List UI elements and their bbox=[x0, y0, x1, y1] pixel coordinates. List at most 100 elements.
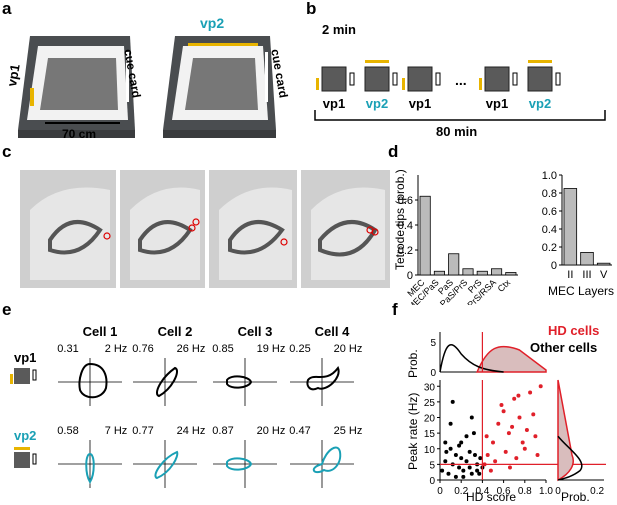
f-right-xtick: 0.2 bbox=[590, 486, 604, 497]
other-cell-point bbox=[443, 440, 448, 445]
other-cell-point bbox=[446, 471, 451, 476]
panel-a-arenas bbox=[18, 36, 276, 138]
f-ylabel: Peak rate (Hz) bbox=[406, 392, 420, 470]
hd-cell-point bbox=[499, 403, 504, 407]
f-right-xtick: 0 bbox=[555, 486, 561, 497]
legend-other: Other cells bbox=[530, 340, 598, 355]
f-xtick: 0.2 bbox=[454, 486, 468, 497]
peak-rate-vp2: 24 Hz bbox=[177, 425, 206, 437]
other-cell-point bbox=[450, 399, 455, 404]
f-ytick: 25 bbox=[424, 398, 436, 409]
hd-cell-point bbox=[493, 459, 498, 464]
panel-label-b: b bbox=[306, 0, 317, 18]
other-cell-point bbox=[459, 456, 464, 461]
other-cell-point bbox=[448, 421, 453, 426]
hd-cell-point bbox=[522, 446, 527, 451]
histology-slice-4 bbox=[301, 170, 390, 288]
hd-cell-point bbox=[516, 393, 521, 398]
d-right-xlabel: MEC Layers bbox=[548, 284, 615, 298]
other-cell-point bbox=[475, 468, 480, 473]
hd-cell-point bbox=[538, 384, 543, 389]
legend-hd: HD cells bbox=[548, 323, 600, 338]
hd-cell-point bbox=[531, 412, 536, 417]
d-right-xtick: III bbox=[582, 269, 591, 281]
other-cell-point bbox=[453, 474, 458, 479]
other-cell-point bbox=[457, 443, 462, 448]
d-right-bar bbox=[596, 262, 611, 266]
scale-label: 70 cm bbox=[62, 127, 97, 141]
hd-score-vp2: 0.87 bbox=[212, 425, 233, 437]
other-cell-point bbox=[469, 471, 474, 476]
peak-rate-vp2: 20 Hz bbox=[257, 425, 286, 437]
d-left-bar bbox=[476, 270, 488, 276]
arena-vp1 bbox=[18, 36, 135, 138]
f-xtick: 1.0 bbox=[539, 486, 553, 497]
vp2-label: vp2 bbox=[200, 15, 225, 31]
d-left-ytick: 0.6 bbox=[398, 195, 413, 207]
other-cell-point bbox=[472, 453, 477, 457]
f-ytick: 5 bbox=[429, 460, 435, 471]
vp1-cue bbox=[30, 88, 34, 106]
histology-slice-2 bbox=[120, 170, 205, 288]
polar-tuning-vp1 bbox=[306, 365, 340, 391]
d-right-bar bbox=[580, 252, 594, 266]
other-cell-point bbox=[461, 468, 466, 473]
hd-score-vp2: 0.47 bbox=[289, 425, 310, 437]
d-right-ytick: 0 bbox=[551, 260, 557, 272]
cell-title: Cell 3 bbox=[238, 324, 273, 339]
hd-cell-point bbox=[506, 431, 511, 436]
hd-cell-point bbox=[524, 428, 529, 432]
polar-tuning-vp1 bbox=[78, 362, 108, 399]
other-density-top bbox=[439, 344, 504, 373]
d-right-ytick: 1.0 bbox=[542, 170, 557, 182]
hd-density-right bbox=[557, 379, 574, 482]
hd-score-vp1: 0.85 bbox=[212, 343, 233, 355]
d-left-ytick: 0.4 bbox=[398, 220, 413, 232]
hd-cell-point bbox=[507, 465, 512, 470]
hd-cell-point bbox=[491, 440, 495, 445]
other-cell-point bbox=[467, 465, 472, 470]
hd-cell-point bbox=[533, 434, 538, 439]
hd-cell-point bbox=[535, 453, 540, 457]
hd-score-vp2: 0.77 bbox=[132, 425, 153, 437]
other-cell-point bbox=[457, 465, 462, 470]
cell-title: Cell 4 bbox=[315, 324, 350, 339]
session-label-4: vp1 bbox=[486, 96, 508, 111]
row-label-vp1: vp1 bbox=[14, 350, 36, 365]
peak-rate-vp1: 19 Hz bbox=[257, 343, 286, 355]
polar-tuning-vp2 bbox=[85, 452, 95, 484]
panel-c-histology bbox=[20, 170, 390, 288]
f-top-ylabel: Prob. bbox=[406, 349, 420, 378]
panel-label-c: c bbox=[2, 142, 12, 161]
d-left-bar bbox=[433, 270, 445, 276]
hd-cell-point bbox=[496, 421, 501, 426]
session-label-5: vp2 bbox=[529, 96, 551, 111]
session-5: vp2 bbox=[527, 60, 561, 111]
polar-tuning-vp2 bbox=[226, 457, 253, 471]
session-label-2: vp2 bbox=[366, 96, 388, 111]
cue-card-1 bbox=[126, 52, 129, 102]
ellipsis: ... bbox=[455, 72, 467, 88]
f-xtick: 0.6 bbox=[497, 486, 511, 497]
f-xtick: 0.8 bbox=[518, 486, 532, 497]
session-label-1: vp1 bbox=[323, 96, 345, 111]
peak-rate-vp2: 7 Hz bbox=[105, 425, 128, 437]
d-right-xtick: II bbox=[567, 269, 573, 281]
hd-cell-point bbox=[528, 390, 533, 395]
hd-cell-point bbox=[503, 449, 508, 454]
f-xtick: 0.4 bbox=[475, 486, 489, 497]
d-ylabel: Tetrode tips (prob.) bbox=[393, 169, 407, 270]
d-right-ytick: 0.2 bbox=[542, 242, 557, 254]
panel-label-f: f bbox=[392, 300, 398, 319]
duration-label: 2 min bbox=[322, 22, 356, 37]
f-right-xlabel: Prob. bbox=[561, 490, 590, 504]
session-2: vp2 bbox=[364, 60, 398, 111]
f-ytick: 15 bbox=[424, 429, 436, 440]
cell-title: Cell 2 bbox=[158, 324, 193, 339]
peak-rate-vp1: 20 Hz bbox=[334, 343, 363, 355]
hd-score-vp1: 0.25 bbox=[289, 343, 310, 355]
protocol-bracket bbox=[314, 110, 606, 121]
